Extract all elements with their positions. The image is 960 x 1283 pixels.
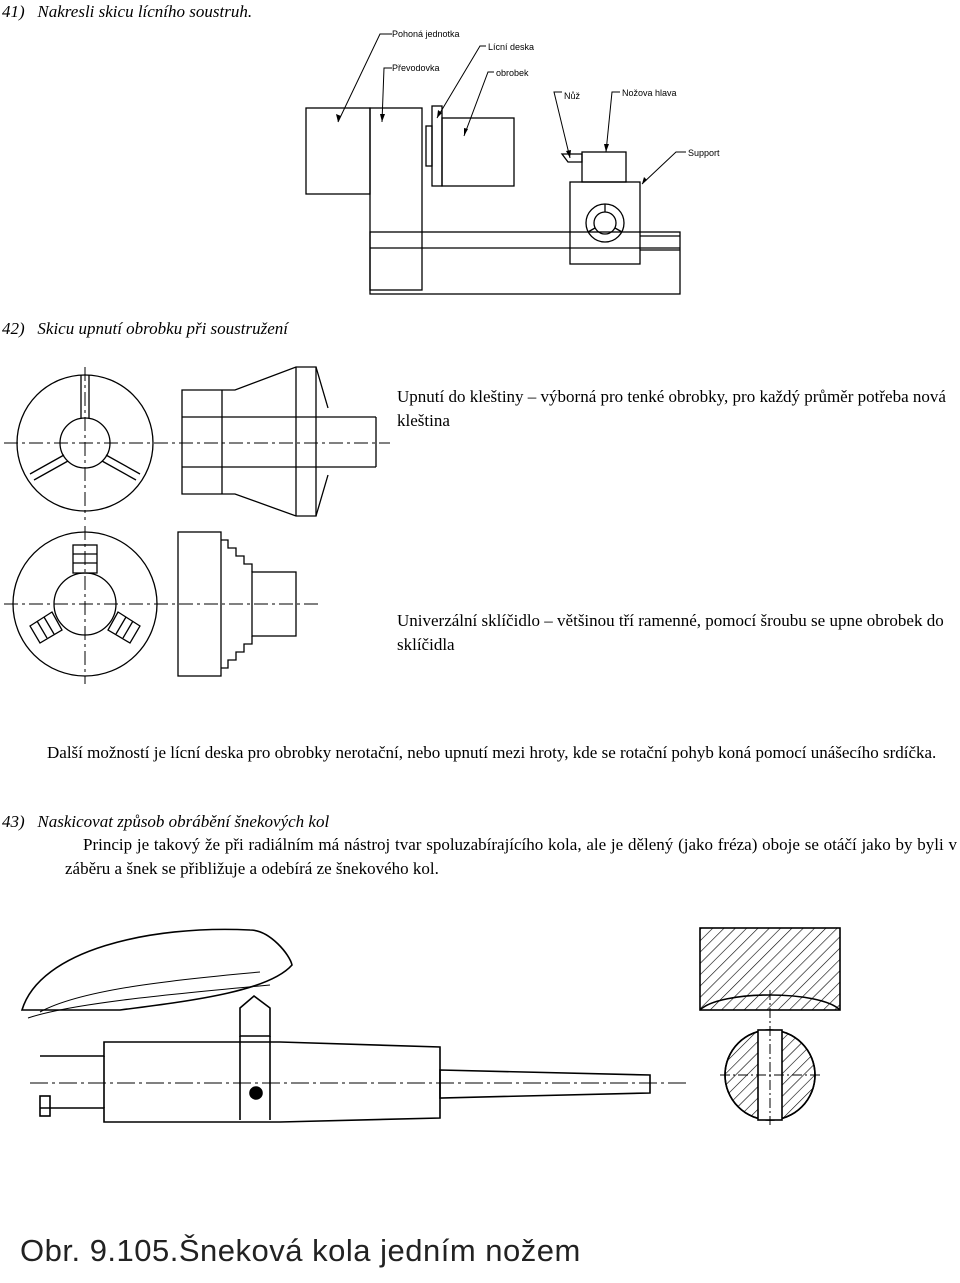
label-obrobek: obrobek [496,68,529,78]
label-prevodovka: Převodovka [392,63,440,73]
worm-wheel-description: Princip je takový že při radiálním má ná… [65,835,957,878]
collet-description: Upnutí do kleštiny – výborná pro tenké o… [397,387,946,430]
label-support: Support [688,148,720,158]
section-41-heading: 41) Nakresli skicu lícního soustruh. [2,2,253,21]
section-42-heading: 42) Skicu upnutí obrobku při soustružení [2,319,288,338]
chuck-description: Univerzální sklíčidlo – většinou tří ram… [397,611,944,654]
label-pohona-jednotka: Pohoná jednotka [392,29,460,39]
label-nozova-hlava: Nožova hlava [622,88,677,98]
figure-caption: Obr. 9.105.Šneková kola jedním nožem [20,1233,581,1268]
faceplate-description: Další možností je lícní deska pro obrobk… [47,743,937,762]
label-licni-deska: Lícní deska [488,42,534,52]
label-nuz: Nůž [564,91,581,101]
section-43-heading: 43) Naskicovat způsob obrábění šnekových… [2,812,330,831]
